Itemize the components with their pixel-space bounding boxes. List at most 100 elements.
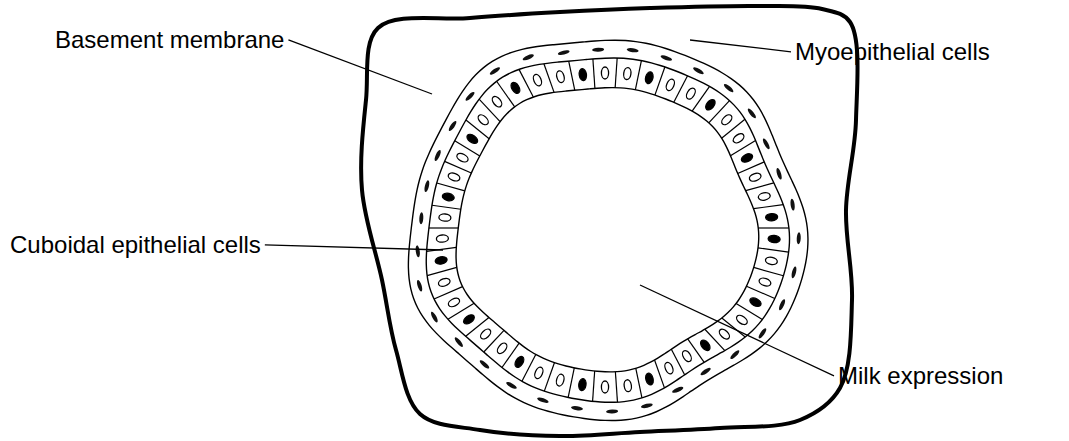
cell-nucleus: [479, 327, 493, 340]
myoepithelial-nucleus: [571, 405, 583, 411]
cell-wall: [432, 205, 461, 209]
cell-nucleus: [435, 256, 448, 265]
cell-nucleus: [532, 73, 543, 87]
myoepithelial-nucleus: [522, 53, 535, 61]
cell-wall: [519, 69, 533, 97]
cell-wall: [437, 183, 465, 191]
cell-wall: [746, 286, 774, 298]
cell-nucleus: [436, 235, 448, 243]
cell-nucleus: [601, 381, 608, 393]
myoepithelial-nucleus: [692, 66, 704, 75]
myoepithelial-nucleus: [660, 54, 673, 62]
cell-wall: [730, 141, 755, 156]
myoepithelial-nucleus: [762, 138, 771, 150]
myoepithelial-nucleus: [796, 232, 801, 244]
myoepithelial-nucleus: [453, 336, 464, 348]
myoepithelial-nucleus: [423, 180, 430, 193]
myoepithelial-nucleus: [700, 366, 712, 376]
cell-wall: [746, 183, 774, 191]
cell-wall: [635, 61, 641, 90]
cell-nucleus: [601, 67, 608, 79]
epithelial-ring: [408, 40, 808, 420]
cell-nucleus: [490, 95, 503, 109]
ring-line: [408, 40, 808, 420]
cell-wall: [758, 227, 789, 228]
cell-nucleus: [758, 192, 771, 201]
cell-nucleus: [704, 98, 717, 112]
myoepithelial-nucleus: [464, 91, 475, 102]
cell-wall: [754, 205, 784, 209]
cell-wall: [655, 67, 665, 95]
cell-nucleus: [748, 172, 762, 183]
myoepithelial-nucleus: [557, 49, 570, 56]
cell-nucleus: [685, 87, 697, 101]
outer-outline: [361, 6, 857, 436]
cell-wall: [593, 59, 595, 88]
cell-nucleus: [476, 113, 490, 126]
leader-lines: [265, 40, 834, 376]
leader-line: [690, 40, 791, 52]
myoepithelial-nucleus: [448, 120, 458, 132]
cell-nucleus: [758, 277, 772, 288]
myoepithelial-nucleus: [505, 381, 517, 390]
leader-line: [640, 285, 834, 376]
cell-nucleus: [732, 132, 746, 145]
cell-nucleus: [533, 366, 544, 380]
cell-nucleus: [663, 361, 674, 375]
cell-wall: [593, 371, 595, 401]
cell-nucleus: [740, 152, 754, 164]
part-label: Cuboidal epithelial cells: [10, 231, 261, 259]
cell-nucleus: [720, 113, 734, 126]
part-label: Milk expression: [838, 362, 1003, 390]
myoepithelial-nucleus: [419, 212, 424, 224]
myoepithelial-nucleus: [415, 245, 421, 257]
cell-wall: [636, 368, 642, 398]
myoepithelial-nucleus: [489, 66, 501, 76]
cell-nucleus: [644, 372, 654, 385]
myoepithelial-nucleus: [790, 198, 796, 210]
cell-nucleus: [462, 313, 476, 326]
cell-nucleus: [437, 277, 451, 288]
cell-nucleus: [718, 327, 732, 340]
ring-line: [456, 88, 759, 372]
cell-nucleus: [748, 296, 762, 308]
cell-nucleus: [496, 341, 509, 355]
cell-wall: [738, 162, 765, 174]
myoepithelial-nucleus: [592, 47, 604, 51]
part-label: Basement membrane: [55, 26, 284, 54]
cell-nucleus: [513, 355, 525, 369]
cell-wall: [429, 227, 458, 228]
leader-line: [288, 40, 432, 94]
cell-nucleus: [665, 78, 676, 92]
cell-wall: [544, 64, 554, 93]
cell-nucleus: [699, 338, 712, 352]
cell-wall: [427, 267, 457, 275]
cell-nucleus: [681, 349, 693, 363]
cell-wall: [754, 267, 784, 275]
cell-wall: [569, 61, 575, 90]
part-label: Myoepithelial cells: [795, 38, 990, 66]
cell-wall: [758, 248, 789, 252]
myoepithelial-nucleus: [626, 47, 638, 53]
cell-nucleus: [447, 296, 461, 308]
myoepithelial-nucleus: [479, 359, 491, 370]
myoepithelial-nucleus: [641, 403, 654, 410]
myoepithelial-nucleus: [433, 149, 442, 162]
myoepithelial-nucleus: [778, 298, 787, 311]
cell-nucleus: [447, 172, 461, 183]
myoepithelial-nucleus: [723, 83, 735, 94]
myoepithelial-nucleus: [747, 107, 758, 119]
cell-nucleus: [623, 379, 632, 392]
cell-wall: [434, 287, 462, 299]
myoepithelial-nucleus: [537, 396, 550, 404]
myoepithelial-nucleus: [775, 168, 783, 181]
cell-nucleus: [578, 68, 587, 81]
myoepithelial-nucleus: [671, 386, 684, 394]
cell-nucleus: [555, 70, 565, 83]
cell-wall: [615, 372, 617, 402]
cell-nucleus: [455, 152, 469, 164]
cell-nucleus: [578, 378, 587, 391]
cell-nucleus: [735, 314, 749, 327]
cell-wall: [568, 368, 574, 398]
myoepithelial-nucleus: [430, 311, 439, 323]
